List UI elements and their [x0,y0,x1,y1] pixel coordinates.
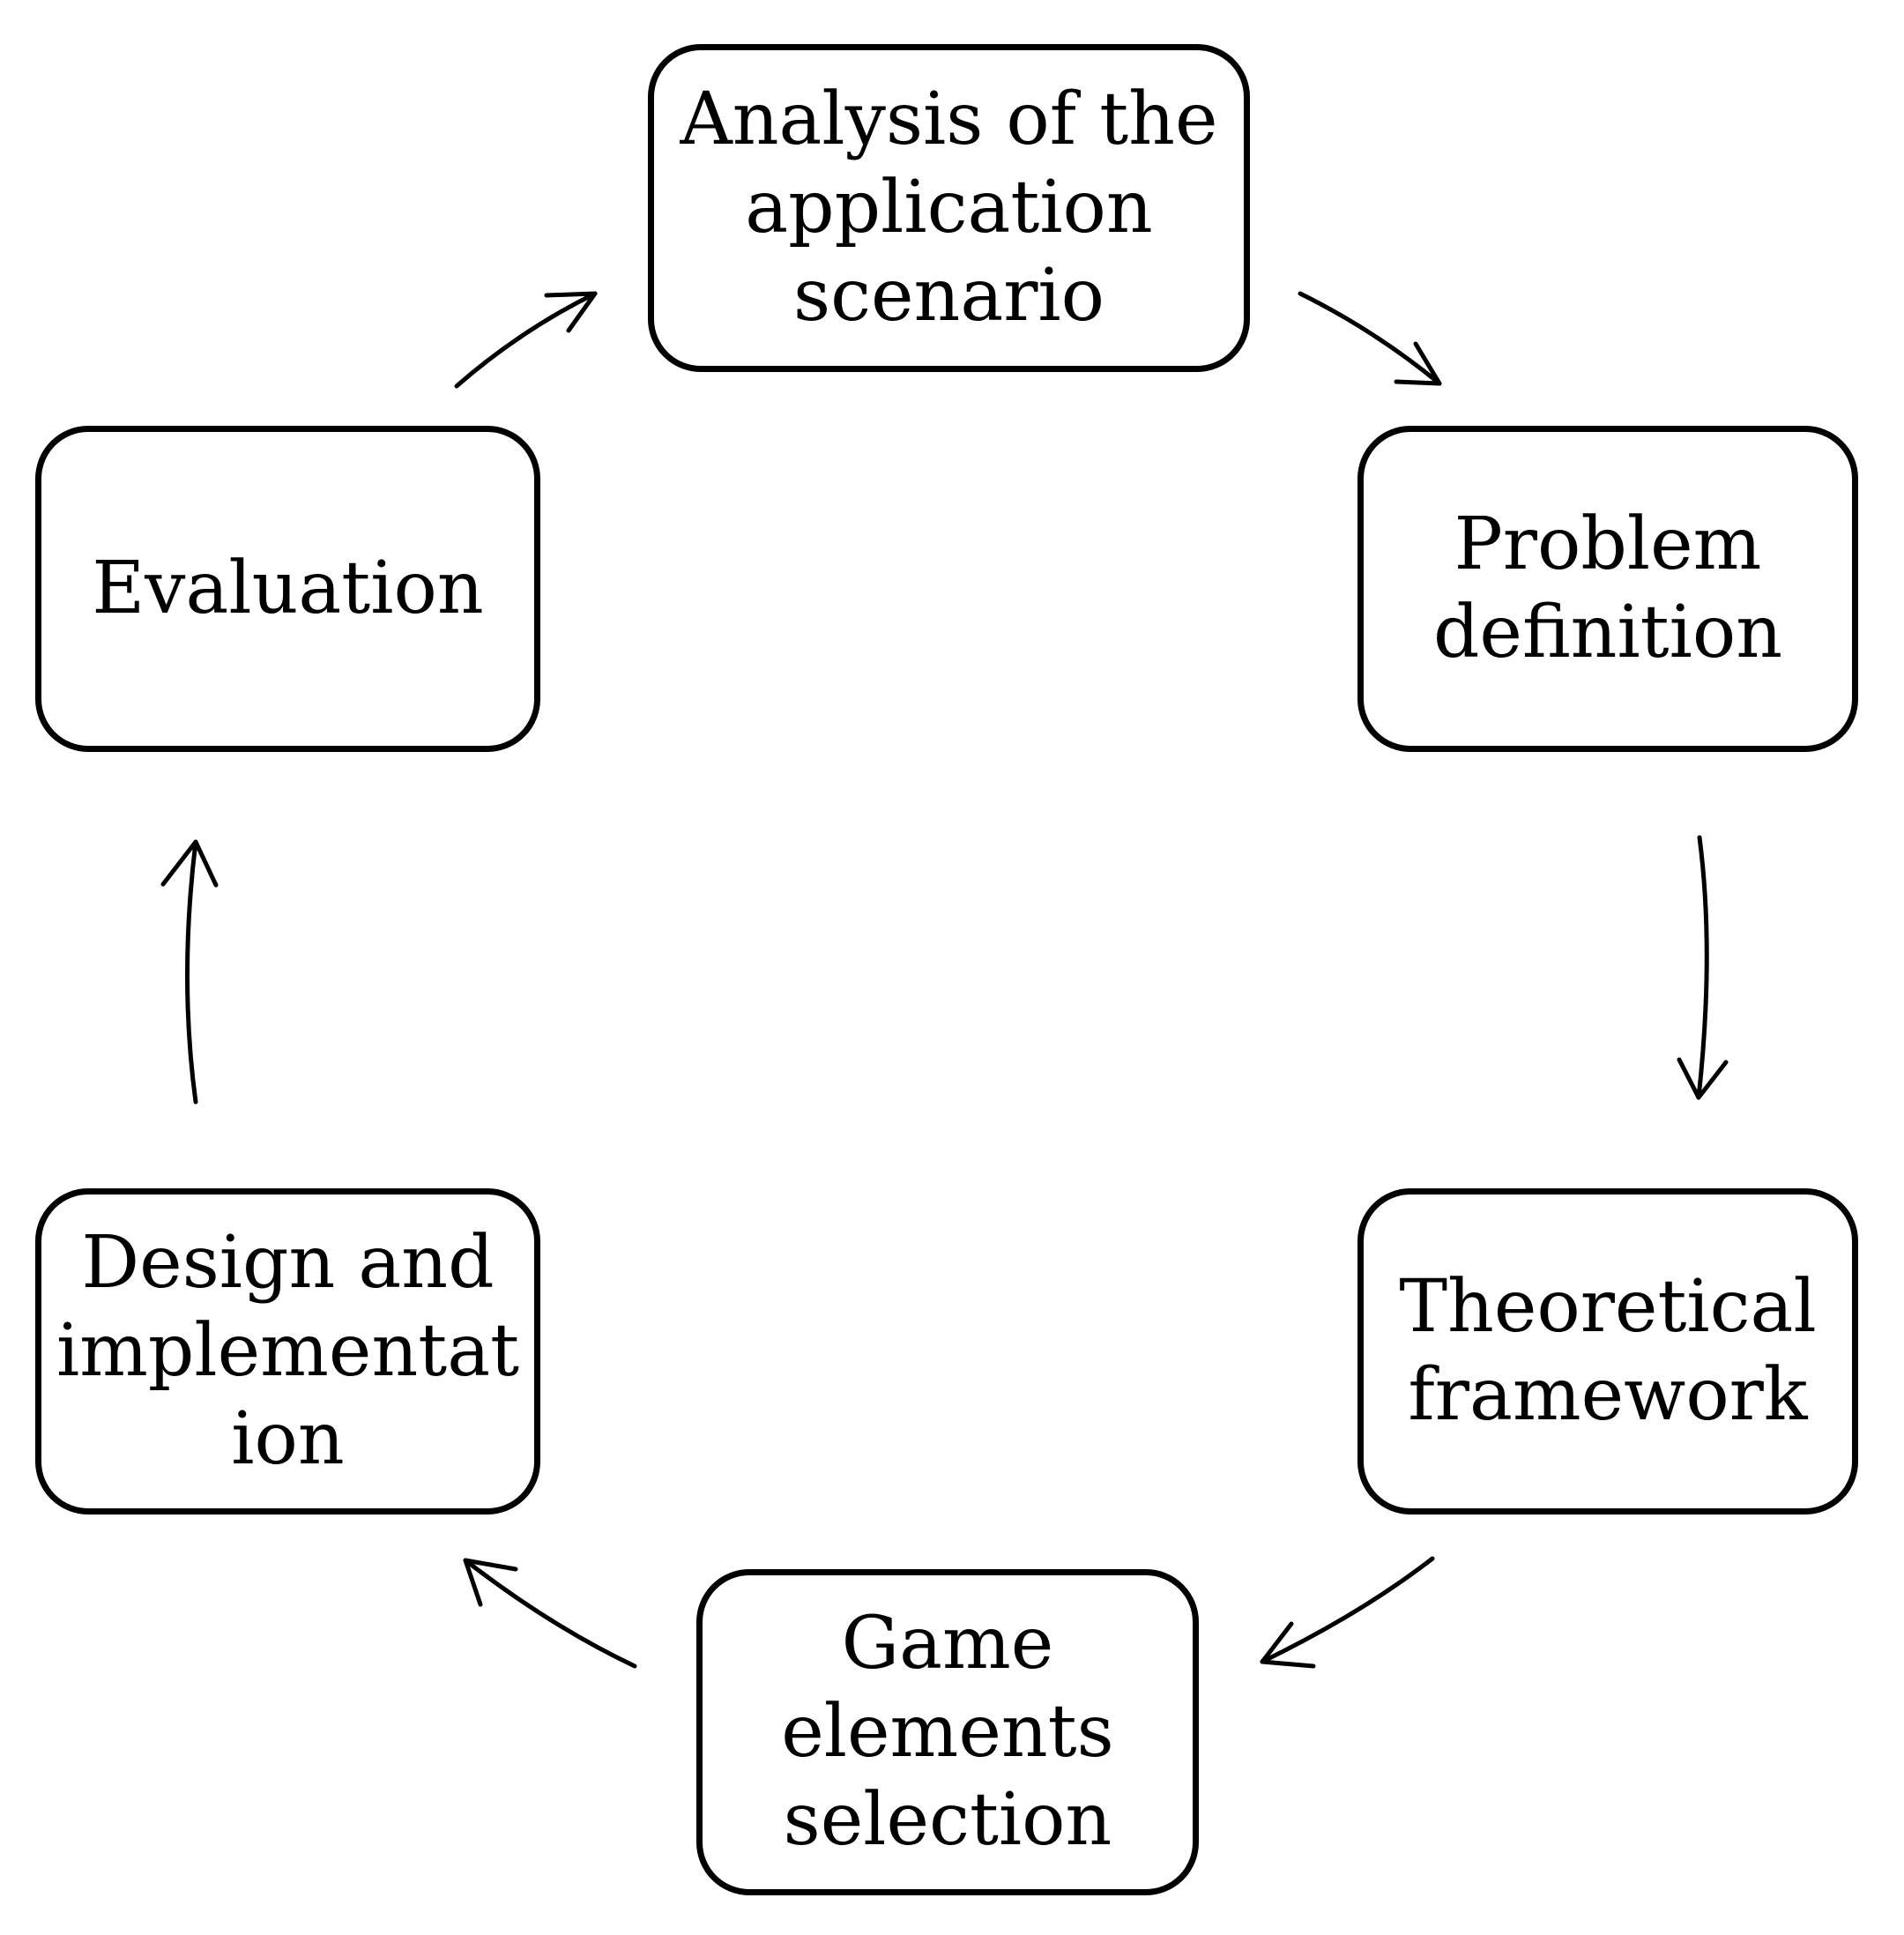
arrow-problem-to-theory [1677,835,1729,1100]
step-design-label: Design and implementat ion [56,1221,520,1481]
step-analysis-box: Analysis of the application scenario [648,44,1250,372]
arrow-evaluation-to-analysis [454,291,598,389]
arrow-design-to-evaluation [160,839,219,1105]
arrow-game-to-design [463,1558,637,1669]
step-analysis-label: Analysis of the application scenario [680,78,1218,338]
step-problem-label: Problem definition [1432,502,1783,674]
arrow-theory-to-game [1260,1556,1435,1669]
step-theory-box: Theoretical framework [1357,1188,1858,1515]
step-evaluation-label: Evaluation [92,547,484,630]
step-game-box: Game elements selection [696,1569,1199,1895]
arrow-analysis-to-problem [1298,291,1442,386]
step-game-label: Game elements selection [781,1602,1114,1862]
step-evaluation-box: Evaluation [35,426,540,752]
step-design-box: Design and implementat ion [35,1188,540,1515]
step-problem-box: Problem definition [1357,426,1858,752]
step-theory-label: Theoretical framework [1399,1265,1817,1437]
